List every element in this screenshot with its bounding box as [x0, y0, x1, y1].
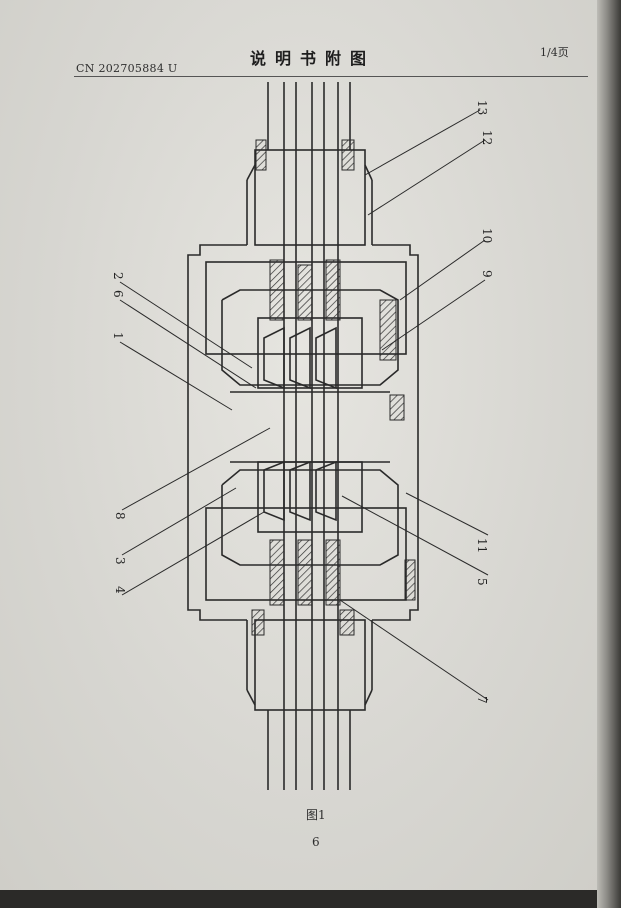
- label-12: 12: [480, 130, 494, 145]
- technical-drawing: 13 12 10 9 2 6 1 8 3 4 11 5 7: [111, 82, 494, 790]
- label-11: 11: [475, 538, 489, 553]
- label-8: 8: [113, 512, 127, 520]
- page-title: 说明书附图: [250, 49, 376, 68]
- figure-caption: 图1: [306, 808, 326, 822]
- label-13: 13: [475, 100, 489, 115]
- label-7: 7: [475, 696, 489, 704]
- label-5: 5: [475, 578, 489, 586]
- label-4: 4: [113, 586, 127, 594]
- label-2: 2: [111, 272, 125, 280]
- page-indicator: 1/4页: [540, 46, 569, 59]
- label-10: 10: [480, 228, 494, 243]
- label-6: 6: [111, 290, 125, 298]
- header-rule: [74, 76, 588, 77]
- label-1: 1: [111, 332, 125, 340]
- label-3: 3: [113, 557, 127, 565]
- page-edge-shadow: [597, 0, 621, 908]
- document-page: [0, 0, 604, 890]
- label-9: 9: [480, 270, 494, 278]
- page-number: 6: [312, 835, 320, 849]
- patent-number: CN 202705884 U: [76, 62, 178, 75]
